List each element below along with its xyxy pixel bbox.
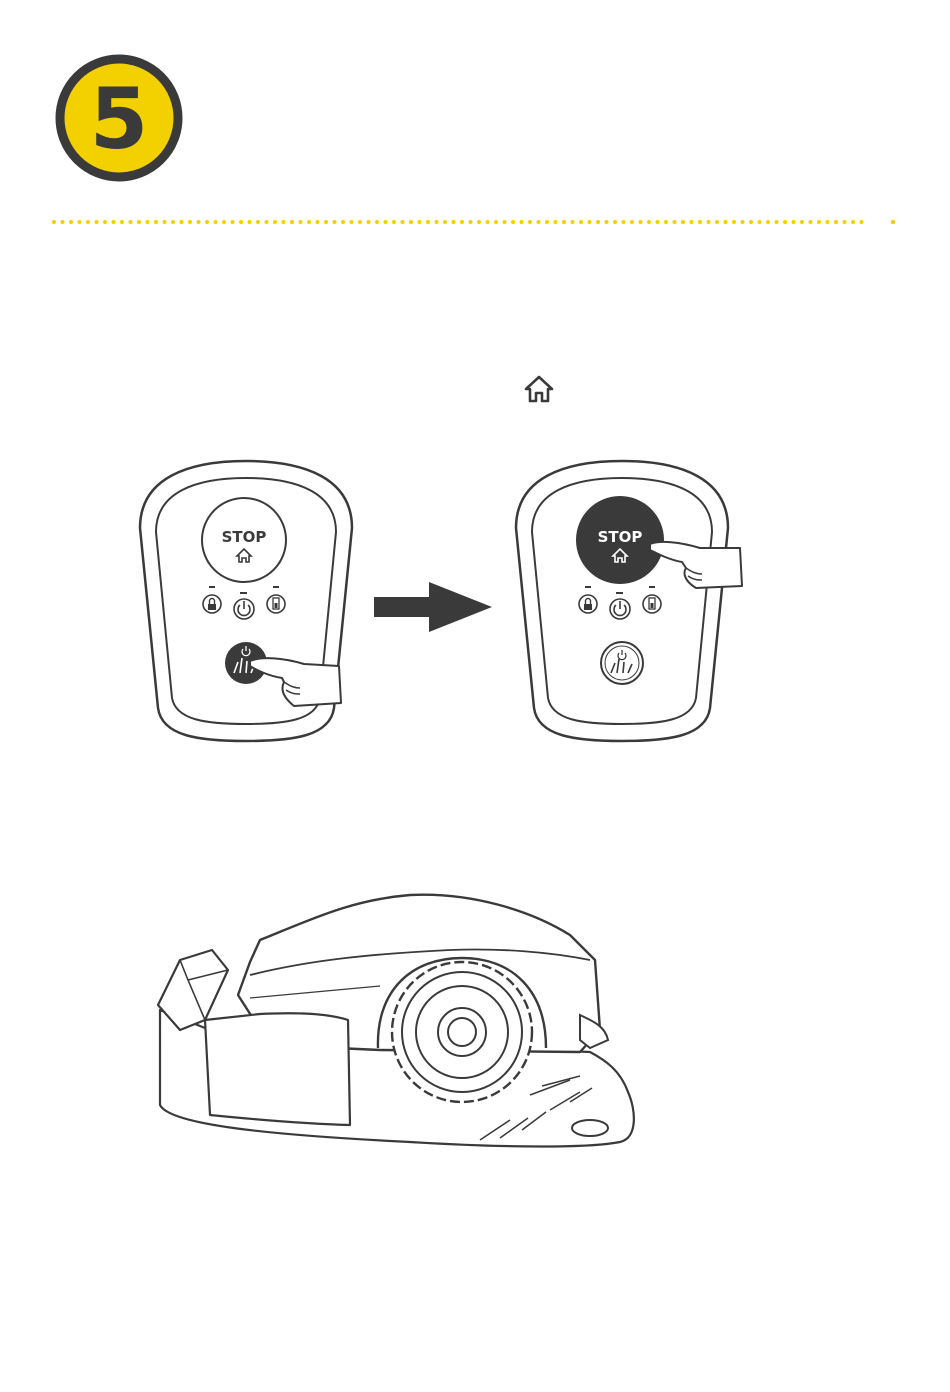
step-number: 5: [90, 70, 148, 168]
lock-icon: [208, 604, 216, 610]
dotted-divider: [52, 212, 898, 222]
control-panel-after: STOP: [510, 458, 750, 743]
home-icon: [522, 372, 556, 406]
control-panel-before: STOP: [134, 458, 358, 743]
stop-button[interactable]: STOP: [576, 496, 664, 584]
stop-button[interactable]: STOP: [202, 498, 286, 582]
wheel: [392, 962, 532, 1102]
grass-start-button[interactable]: [601, 642, 643, 684]
arrow-right-icon: [374, 582, 494, 632]
stop-label: STOP: [598, 528, 643, 546]
lock-icon: [584, 604, 592, 610]
mower-docking-illustration: [150, 880, 640, 1160]
step-number-badge: 5: [55, 54, 183, 182]
stop-label: STOP: [222, 528, 267, 546]
